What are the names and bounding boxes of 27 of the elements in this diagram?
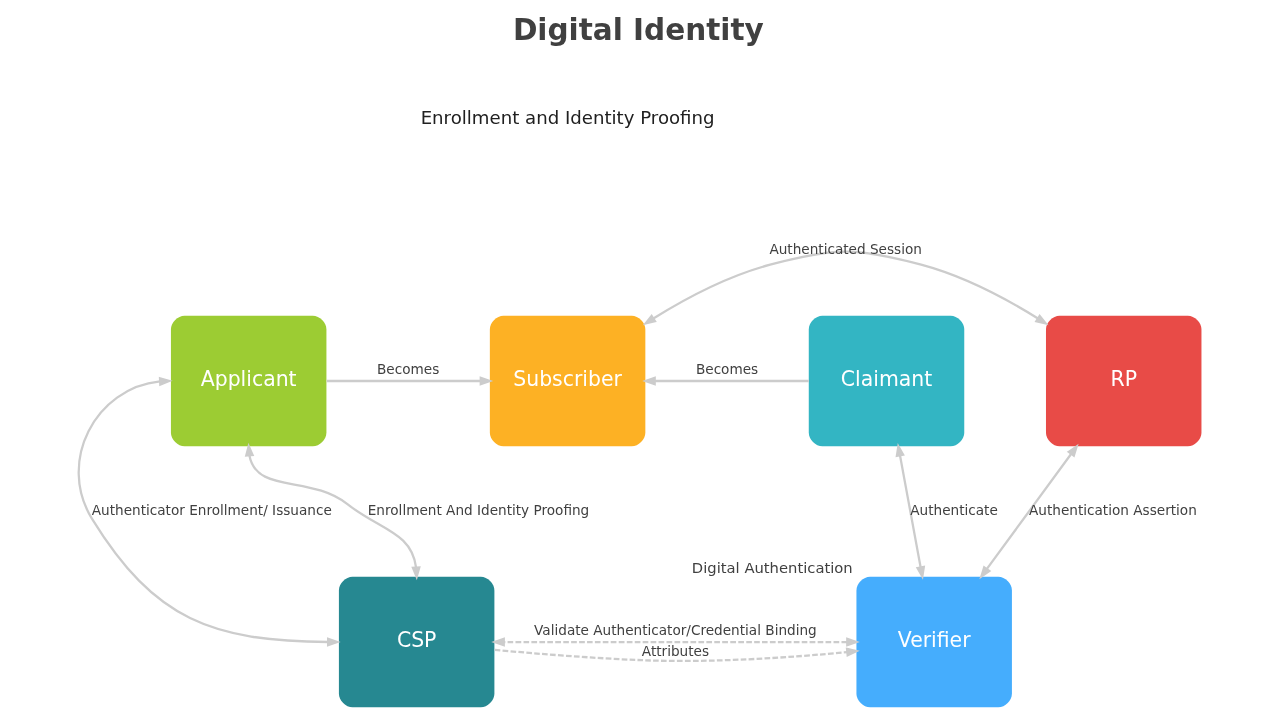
arrow bbox=[244, 442, 421, 581]
edge-label: Enrollment And Identity Proofing bbox=[367, 502, 590, 519]
node-box: Applicant bbox=[170, 315, 327, 447]
edge-label: Validate Authenticator/Credential Binding bbox=[534, 621, 817, 638]
edge-label: Authenticated Session bbox=[769, 241, 922, 257]
label: Enrollment and Identity Proofing bbox=[420, 107, 715, 129]
node-box: RP bbox=[1045, 315, 1202, 447]
edge-label: Authenticate bbox=[910, 502, 998, 519]
edge-label: Attributes bbox=[641, 643, 710, 660]
edge-label: Becomes bbox=[695, 360, 759, 377]
edge-label: Authentication Assertion bbox=[1029, 502, 1197, 519]
arrow bbox=[491, 637, 860, 647]
edge-label: Becomes bbox=[377, 360, 440, 377]
node-box: Verifier bbox=[856, 576, 1012, 708]
arrow bbox=[494, 647, 860, 663]
arrow bbox=[642, 250, 1049, 326]
arrow bbox=[77, 376, 341, 647]
arrow bbox=[895, 443, 926, 580]
node-box: Claimant bbox=[808, 315, 965, 447]
edge-label: Authenticator Enrollment/ Issuance bbox=[91, 502, 332, 519]
node-box: Subscriber bbox=[489, 315, 646, 447]
node-label: Digital Authentication bbox=[691, 558, 853, 576]
arrow bbox=[642, 376, 809, 386]
arrow bbox=[326, 376, 494, 386]
diagram-title: Digital Identity bbox=[512, 12, 764, 47]
arrow bbox=[979, 443, 1079, 580]
node-box: CSP bbox=[338, 576, 495, 708]
